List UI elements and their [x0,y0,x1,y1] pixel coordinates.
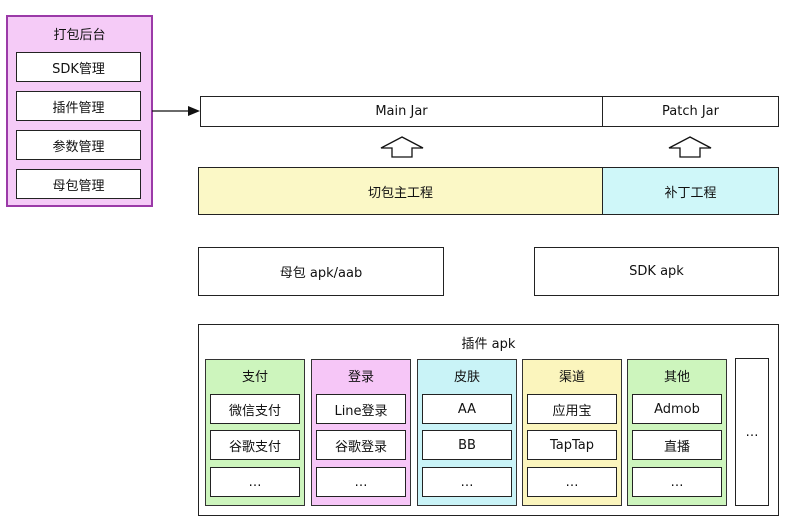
cut-project: 切包主工程 [198,167,603,215]
backend-item-plugin[interactable]: 插件管理 [16,91,141,121]
plugin-column-title: 其他 [663,370,690,385]
backend-item-label: 母包管理 [52,178,105,194]
main-jar: Main Jar [200,96,603,127]
main-jar-label: Main Jar [375,104,428,119]
patch-jar: Patch Jar [602,96,779,127]
plugin-item[interactable]: Line登录 [316,394,406,424]
plugin-item[interactable]: … [527,467,617,497]
sdk-package: SDK apk [534,247,779,296]
backend-item-params[interactable]: 参数管理 [16,130,141,160]
backend-item-mother[interactable]: 母包管理 [16,169,141,199]
plugin-item[interactable]: TapTap [527,430,617,460]
plugin-item[interactable]: 应用宝 [527,394,617,424]
plugin-item[interactable]: 谷歌支付 [210,430,300,460]
plugin-column-title: 渠道 [558,370,585,385]
backend-item-sdk[interactable]: SDK管理 [16,52,141,82]
up-arrow-icon [380,136,424,158]
plugin-column-title: 登录 [347,370,374,385]
plugin-column: 登录 Line登录谷歌登录 … [311,359,411,506]
plugin-item[interactable]: 微信支付 [210,394,300,424]
patch-jar-label: Patch Jar [662,104,719,119]
plugin-column: 皮肤 AA BB … [417,359,517,506]
plugin-column-title: 皮肤 [453,370,480,385]
backend-item-label: 插件管理 [52,100,105,116]
plugin-item[interactable]: … [210,467,300,497]
cut-project-label: 切包主工程 [367,185,433,201]
plugin-item[interactable]: … [422,467,512,497]
plugin-item[interactable]: Admob [632,394,722,424]
plugin-column-title: 支付 [241,370,268,385]
arrow-right-icon [152,106,200,116]
patch-project: 补丁工程 [602,167,779,215]
mother-package: 母包 apk/aab [198,247,444,296]
mother-package-label: 母包 apk/aab [279,266,363,281]
plugins-more-label: … [745,424,759,440]
backend-title: 打包后台 [53,28,106,43]
plugin-item[interactable]: … [632,467,722,497]
plugin-item[interactable]: BB [422,430,512,460]
sdk-package-label: SDK apk [629,264,684,279]
plugin-item[interactable]: AA [422,394,512,424]
patch-project-label: 补丁工程 [664,185,717,201]
plugin-item[interactable]: 直播 [632,430,722,460]
plugin-column: 其他 Admob 直播 … [627,359,727,506]
plugins-more: … [735,358,769,506]
plugins-title: 插件 apk [461,337,516,352]
backend-item-label: 参数管理 [52,139,105,155]
plugin-column: 渠道应用宝 TapTap … [522,359,622,506]
plugin-item[interactable]: … [316,467,406,497]
plugin-column: 支付微信支付谷歌支付 … [205,359,305,506]
plugin-item[interactable]: 谷歌登录 [316,430,406,460]
backend-item-label: SDK管理 [52,61,105,77]
up-arrow-icon [668,136,712,158]
